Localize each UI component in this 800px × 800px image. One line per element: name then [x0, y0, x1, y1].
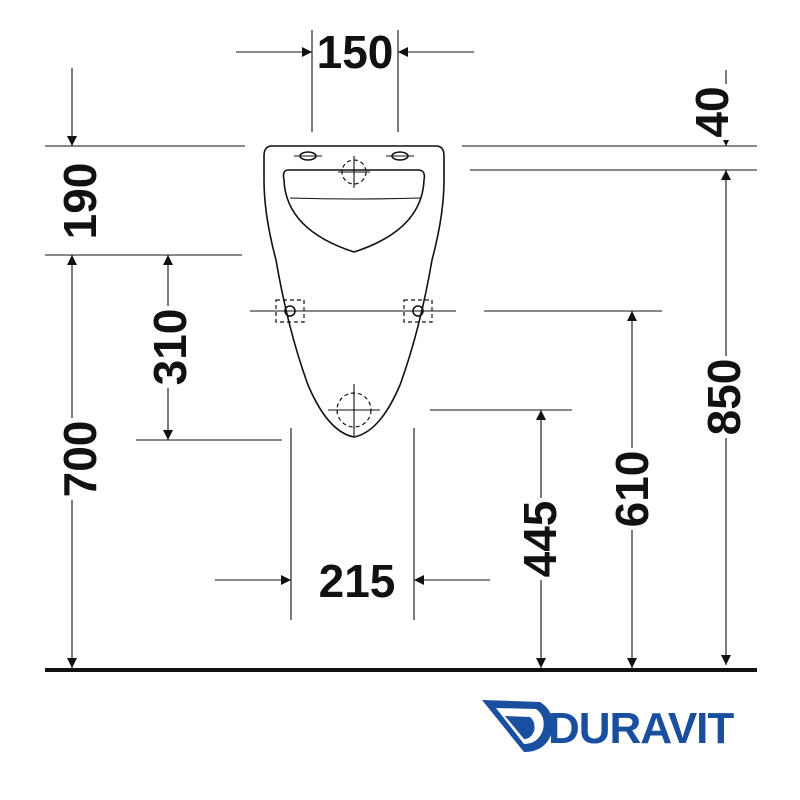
dim-top-width: 150: [317, 26, 394, 78]
dim-outlet-height: 445: [514, 501, 566, 578]
brand-name: DURAVIT: [548, 704, 734, 753]
dim-side-fixing-height: 610: [606, 451, 658, 528]
brand-logo: DURAVIT: [482, 700, 735, 753]
dim-full-height: 850: [698, 359, 750, 436]
dim-top-offset: 40: [686, 86, 738, 137]
dimension-labels: 150 40 190 310 700 850 610 445 215: [52, 26, 750, 607]
dim-total-height: 700: [54, 421, 106, 498]
extension-lines: [45, 30, 757, 620]
dim-bottom-width: 215: [319, 555, 396, 607]
dim-mid-height: 310: [144, 309, 196, 386]
urinal-outline: [250, 145, 456, 438]
duravit-drop-icon: [482, 700, 553, 752]
dim-upper-height: 190: [54, 163, 106, 240]
